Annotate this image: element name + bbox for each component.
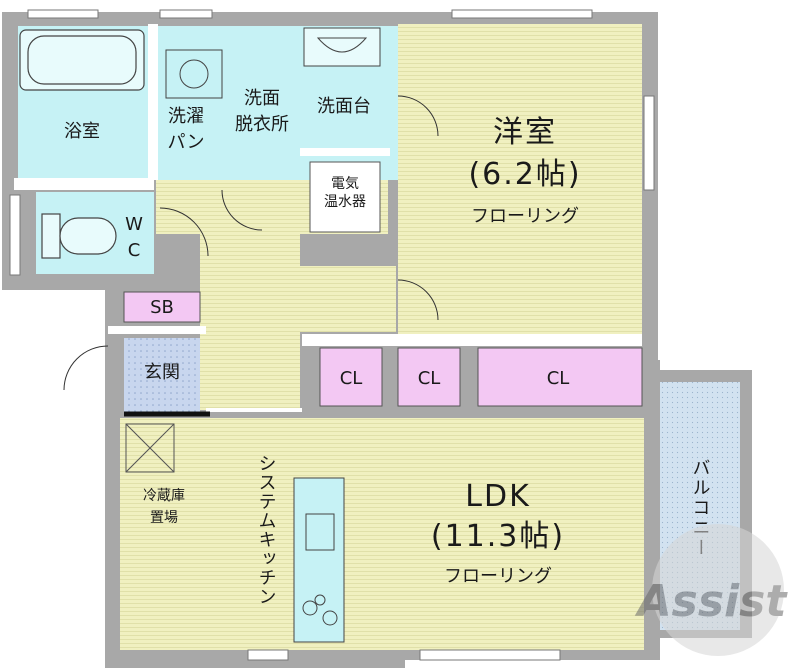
water-heater (309, 161, 381, 233)
ldk-floor-label: フローリング (444, 566, 552, 587)
fridge-label-1: 冷蔵庫 (143, 487, 185, 504)
western-floor (398, 24, 642, 334)
closet-2 (397, 347, 461, 407)
bathtub-icon (19, 29, 145, 91)
bath-label: 浴室 (64, 121, 100, 142)
laundry-label-1: 洗濯 (168, 106, 204, 127)
western-room-name: 洋室 (493, 115, 557, 150)
western-room-floor: フローリング (471, 206, 579, 227)
water-heater-label-2: 温水器 (324, 194, 366, 210)
closets (123, 291, 643, 407)
dressing-label-2: 脱衣所 (235, 114, 289, 135)
closet-1-label: CL (340, 368, 363, 389)
windows (9, 9, 655, 661)
kitchen-counter (293, 477, 345, 643)
interior-walls (14, 24, 642, 412)
water-heater-label-1: 電気 (331, 176, 359, 192)
fridge-label-2: 置場 (150, 510, 178, 526)
closet-3-label: CL (547, 368, 570, 389)
sb-closet (123, 291, 201, 323)
closet-2-label: CL (418, 368, 441, 389)
door-swings (63, 95, 439, 417)
ldk-name: LDK (465, 479, 531, 514)
entrance-floor (124, 338, 200, 412)
laundry-label-2: パン (168, 132, 205, 153)
ldk-floor (120, 418, 644, 650)
sb-label: SB (150, 297, 174, 318)
toilet-icon (41, 213, 117, 259)
wc-label-w: W (125, 214, 143, 235)
washbasin-icon (303, 27, 381, 67)
fridge-space (125, 423, 175, 473)
closet-3 (477, 347, 643, 407)
western-room-size: (6.2帖) (468, 157, 581, 192)
washing-machine-icon (165, 49, 223, 99)
watermark-text: Assist (635, 576, 789, 627)
wc-label-c: C (128, 240, 141, 261)
assist-logo: Assist (635, 524, 789, 656)
ldk-size: (11.3帖) (431, 519, 565, 554)
hall-floor-3 (300, 266, 396, 332)
kitchen-label: システムキッチン (256, 454, 277, 606)
washstand-label: 洗面台 (317, 96, 371, 117)
room-labels: 浴室 洗濯 パン 洗面 脱衣所 洗面台 電気 温水器 W C 洋室 (6.2帖)… (64, 88, 711, 606)
dressing-label-1: 洗面 (244, 88, 280, 109)
sink-icon (305, 513, 335, 551)
hall-floor-2 (200, 234, 300, 410)
stove-icon (302, 600, 318, 616)
closet-1 (319, 347, 383, 407)
entrance-label: 玄関 (144, 362, 180, 383)
